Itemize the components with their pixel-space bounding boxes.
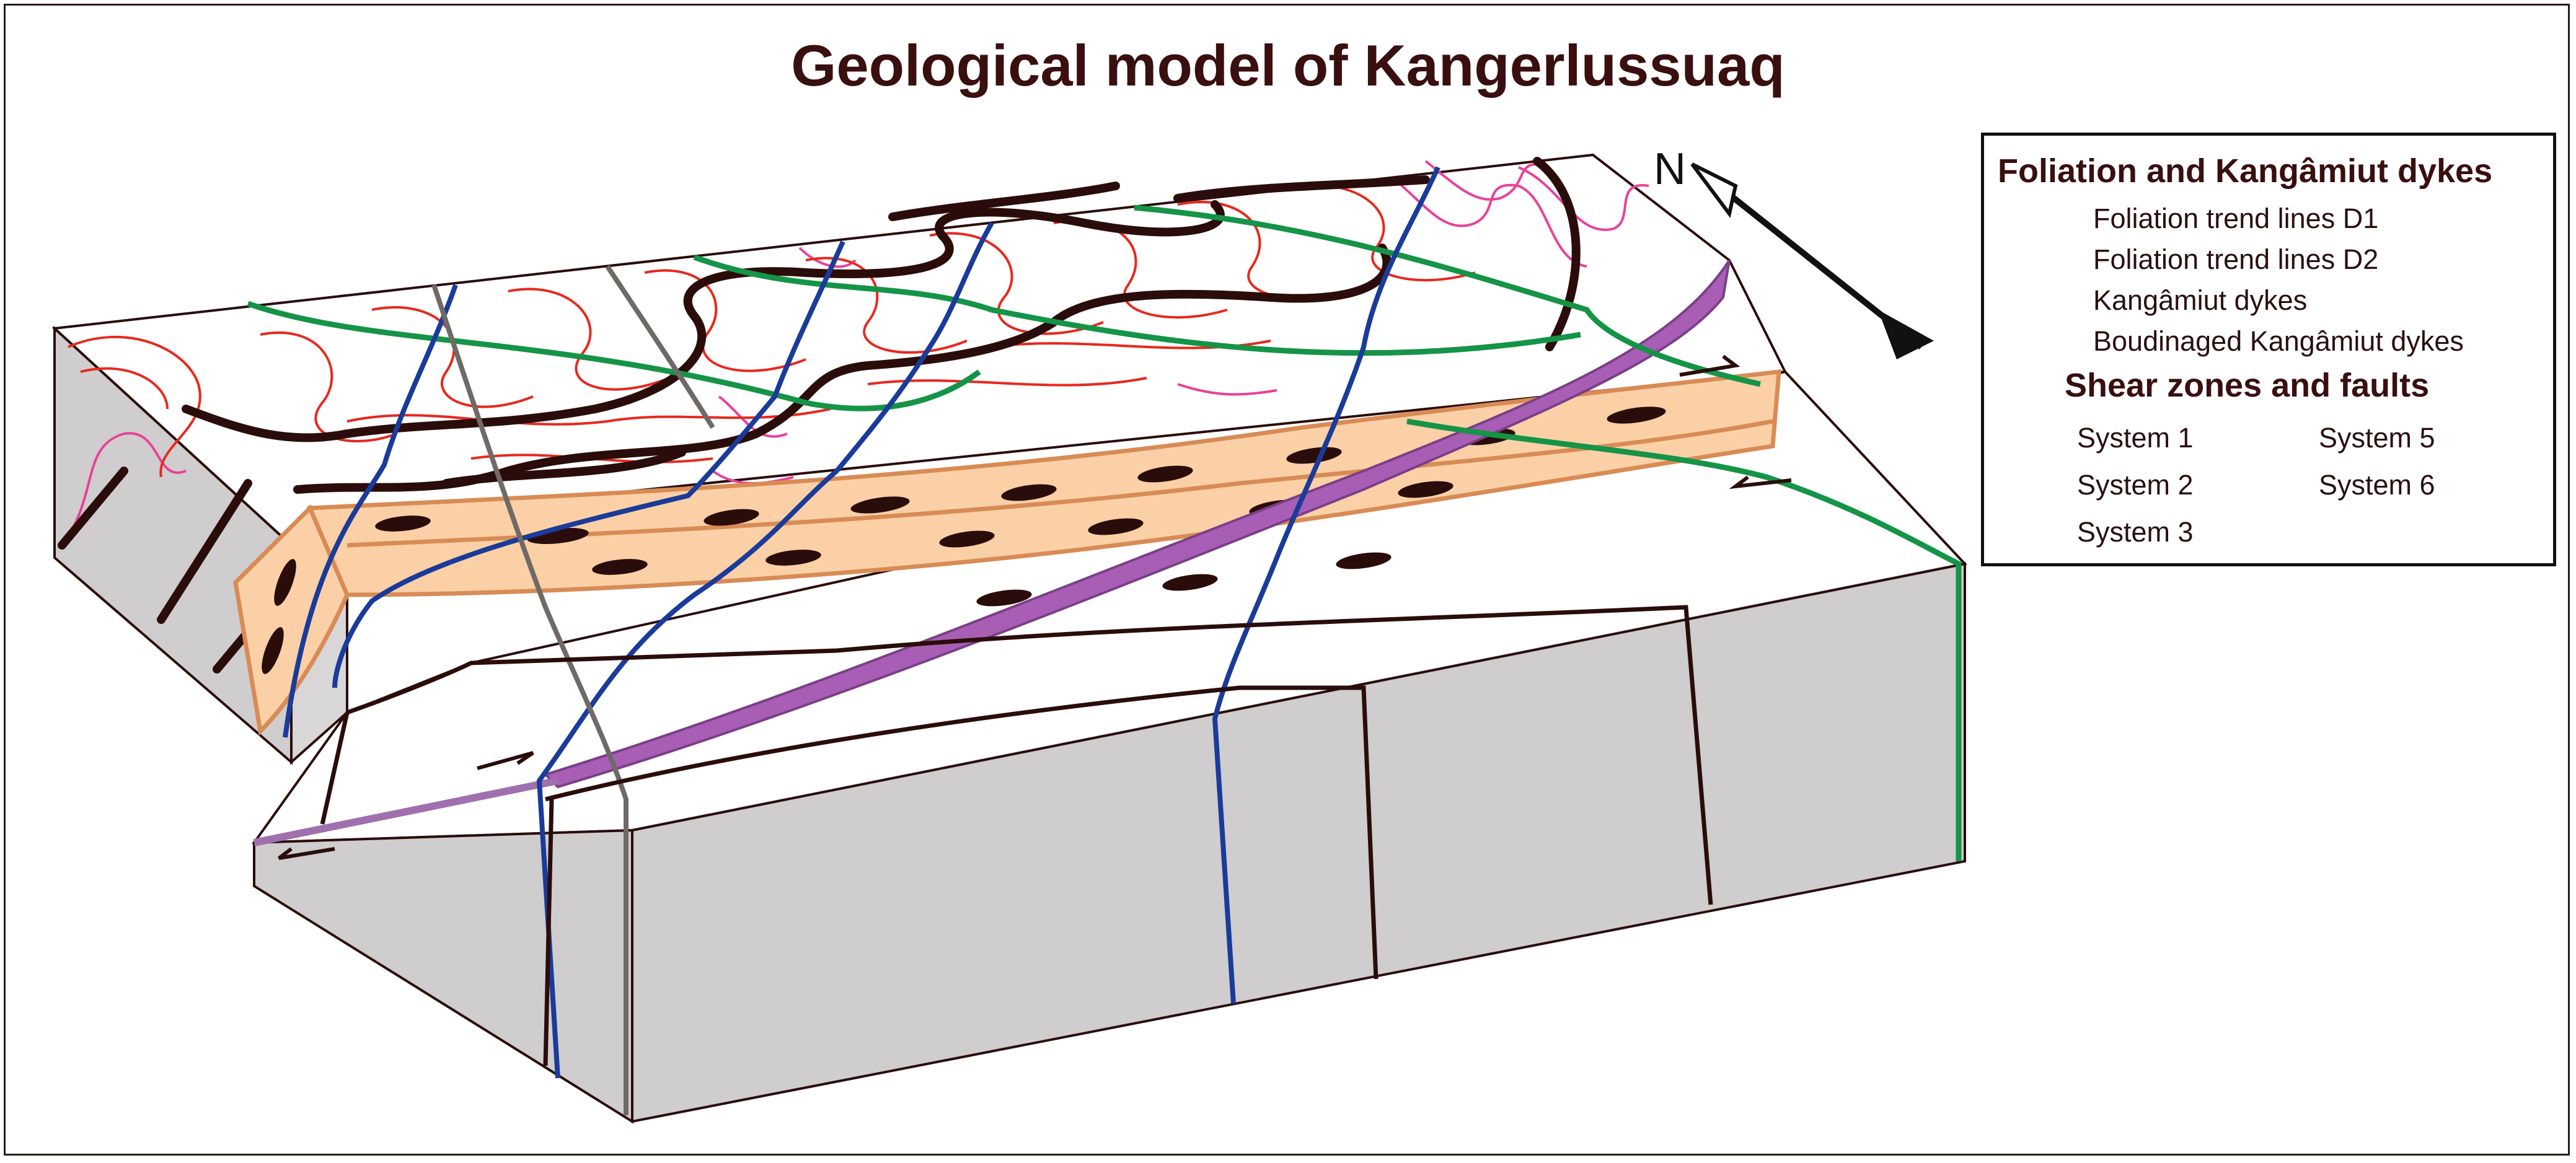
main-block-left-face [253, 828, 633, 1124]
shear-sense-arrows [278, 354, 1792, 860]
legend-item-system-6: System 6 [2319, 469, 2435, 501]
north-arrow-icon [1690, 162, 1934, 359]
legend-item-system-2: System 2 [2077, 469, 2194, 501]
legend-item-system-1: System 1 [2077, 422, 2194, 454]
system-6-faults [431, 265, 715, 1115]
legend-item-d1: Foliation trend lines D1 [2093, 203, 2379, 234]
kangamiut-dykes [58, 157, 1581, 674]
legend-heading-shear: Shear zones and faults [2065, 367, 2430, 404]
diagram-title: Geological model of Kangerlussuaq [791, 33, 1785, 98]
legend-item-system-3: System 3 [2077, 516, 2194, 548]
legend-item-d2: Foliation trend lines D2 [2093, 244, 2379, 275]
system-5-faults [283, 166, 1440, 1079]
north-label: N [1654, 144, 1686, 194]
legend-item-boudinaged: Boudinaged Kangâmiut dykes [2093, 325, 2464, 357]
legend-item-system-5: System 5 [2319, 422, 2435, 454]
legend-heading-foliation: Foliation and Kangâmiut dykes [1998, 152, 2493, 190]
lower-block-dykes [320, 605, 1713, 1066]
system-1-shear-zones [233, 369, 1781, 736]
boudinaged-dykes [262, 406, 1666, 674]
legend-item-dykes: Kangâmiut dykes [2093, 284, 2308, 316]
legend: Foliation and Kangâmiut dykes Foliation … [1981, 133, 2556, 566]
foliation-d1-lines [61, 160, 1649, 546]
